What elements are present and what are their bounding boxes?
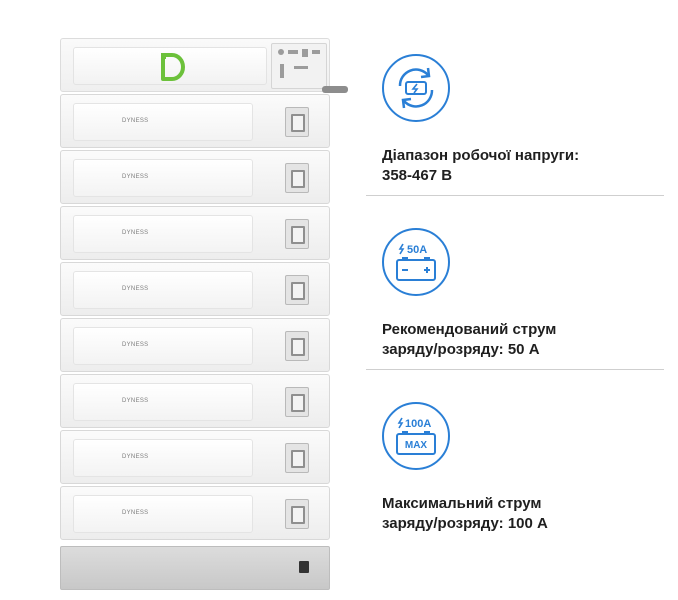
controller-module: [60, 38, 330, 92]
module-brand-label: DYNESS: [122, 230, 149, 236]
battery-module: DYNESS: [60, 430, 330, 484]
module-port: [285, 219, 309, 249]
module-port: [285, 163, 309, 193]
battery-100a-label: 100A: [405, 418, 431, 430]
divider: [366, 195, 664, 196]
battery-100a-max-icon: 100A MAX: [382, 402, 450, 470]
feature-voltage-text: Діапазон робочої напруги: 358-467 В: [382, 146, 666, 186]
module-brand-label: DYNESS: [122, 398, 149, 404]
feature-max-text: Максимальний струм заряду/розряду: 100 А: [382, 494, 666, 534]
battery-50a-icon: 50A: [382, 228, 450, 296]
brand-d-logo-icon: [161, 53, 185, 81]
module-brand-label: DYNESS: [122, 510, 149, 516]
battery-module: DYNESS: [60, 150, 330, 204]
power-switch-icon: [299, 561, 309, 573]
feature-recommended-label: Рекомендований струм: [382, 321, 557, 338]
battery-stack-image: DYNESS DYNESS DYNESS DYNESS DYNESS DYNES…: [60, 38, 348, 590]
module-port: [285, 107, 309, 137]
battery-module: DYNESS: [60, 94, 330, 148]
battery-module: DYNESS: [60, 486, 330, 540]
max-badge-label: MAX: [405, 440, 428, 451]
controller-connector-panel: [271, 43, 327, 89]
side-handle: [322, 86, 348, 93]
module-brand-label: DYNESS: [122, 286, 149, 292]
voltage-cycle-icon: [382, 54, 450, 122]
module-brand-label: DYNESS: [122, 118, 149, 124]
feature-recommended-text: Рекомендований струм заряду/розряду: 50 …: [382, 320, 666, 360]
feature-max-label: Максимальний струм: [382, 495, 542, 512]
feature-voltage-label: Діапазон робочої напруги:: [382, 147, 580, 164]
battery-module: DYNESS: [60, 318, 330, 372]
module-brand-label: DYNESS: [122, 174, 149, 180]
divider: [366, 369, 664, 370]
module-port: [285, 499, 309, 529]
controller-front-panel: [73, 47, 267, 85]
module-brand-label: DYNESS: [122, 454, 149, 460]
feature-voltage-value: 358-467 В: [382, 167, 453, 184]
module-brand-label: DYNESS: [122, 342, 149, 348]
feature-recommended-value: заряду/розряду: 50 А: [382, 341, 540, 358]
battery-module: DYNESS: [60, 206, 330, 260]
battery-module: DYNESS: [60, 374, 330, 428]
module-port: [285, 275, 309, 305]
battery-module: DYNESS: [60, 262, 330, 316]
module-port: [285, 443, 309, 473]
feature-max-value: заряду/розряду: 100 А: [382, 515, 548, 532]
stack-base: [60, 546, 330, 590]
module-port: [285, 331, 309, 361]
battery-50a-label: 50A: [407, 244, 427, 256]
module-port: [285, 387, 309, 417]
